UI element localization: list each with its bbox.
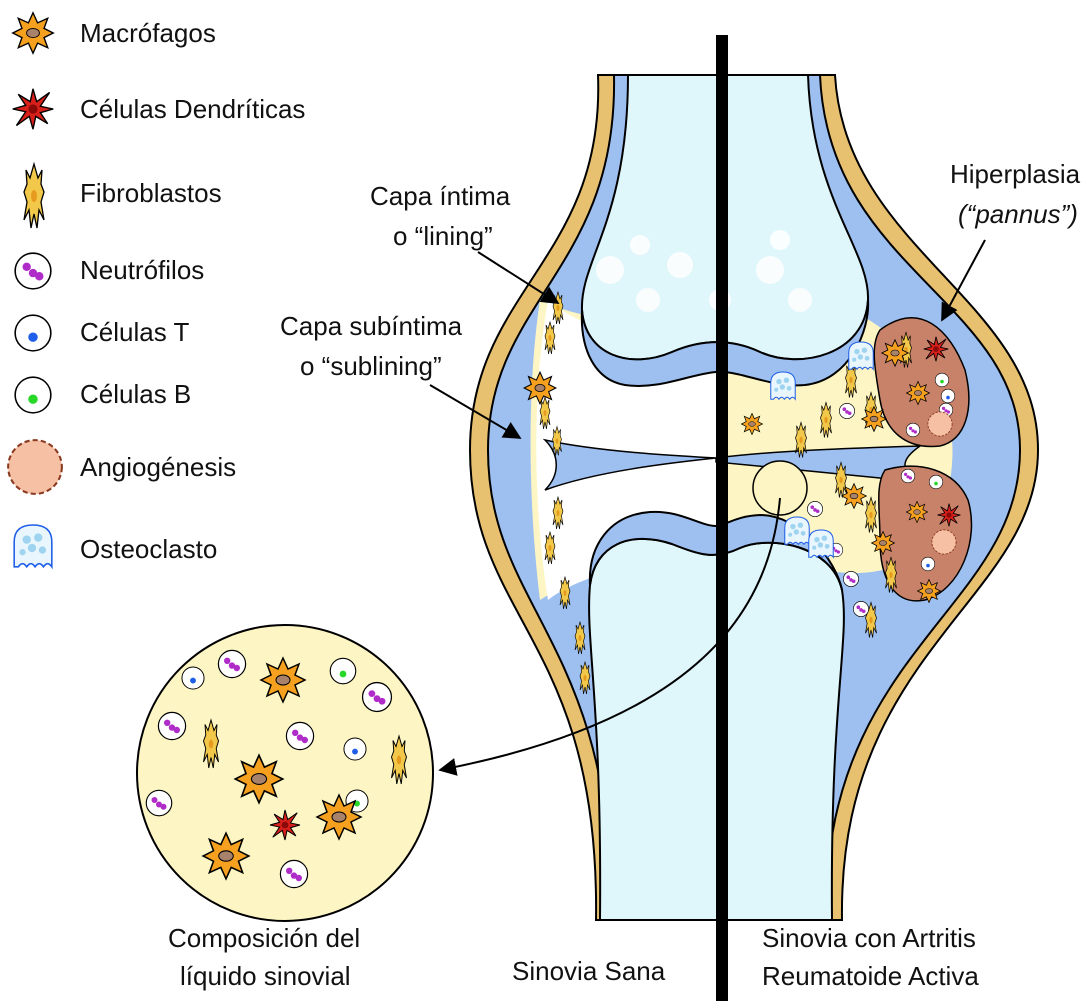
center-divider [716,35,728,1001]
label-subintima-1: Capa subíntima [280,311,463,341]
legend-dendritic: Células Dendríticas [80,94,305,124]
label-ra-2: Reumatoide Activa [762,961,979,991]
synovial-fluid-zoom [137,625,433,921]
b-cell-icon [15,377,51,413]
label-healthy: Sinovia Sana [512,956,666,986]
legend-t-cells: Células T [80,317,189,347]
legend-osteoclast: Osteoclasto [80,534,217,564]
neutrophil-icon [15,253,51,289]
label-hyperplasia-1: Hiperplasia [950,159,1081,189]
label-fluid-1: Composición del [168,923,360,953]
t-cell-icon [15,315,51,351]
label-subintima-2: o “sublining” [300,351,442,381]
fibroblast-icon [24,164,44,228]
label-ra-1: Sinovia con Artritis [762,923,976,953]
legend-fibroblasts: Fibroblastos [80,178,222,208]
legend-macrophages: Macrófagos [80,18,216,48]
angiogenesis-icon [8,440,62,494]
macrophage-icon [13,13,53,53]
label-hyperplasia-2: (“pannus”) [958,199,1078,229]
dendritic-cell-icon [13,89,53,129]
legend-angiogenesis: Angiogénesis [80,452,236,482]
osteoclast-icon [14,525,52,567]
label-intima-1: Capa íntima [370,181,511,211]
label-fluid-2: líquido sinovial [180,961,351,991]
legend: Macrófagos Células Dendríticas Fibroblas… [8,13,305,567]
label-intima-2: o “lining” [393,221,493,251]
legend-b-cells: Células B [80,379,191,409]
legend-neutrophils: Neutrófilos [80,255,204,285]
